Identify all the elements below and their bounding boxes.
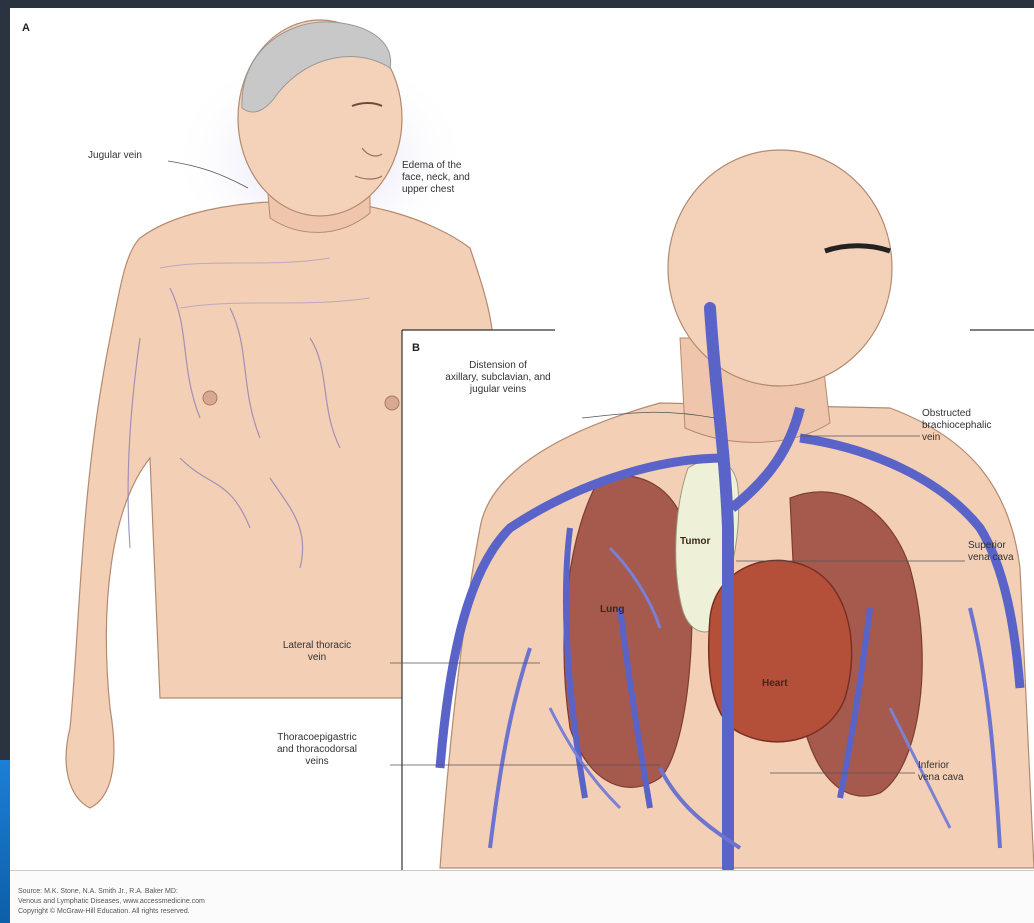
label-edema: Edema of the face, neck, and upper chest <box>402 160 522 196</box>
label-jugular-vein: Jugular vein <box>60 150 170 162</box>
blue-edge-decoration <box>0 760 10 923</box>
footer-line-1: Source: M.K. Stone, N.A. Smith Jr., R.A.… <box>18 888 178 896</box>
label-lateral-thoracic-vein: Lateral thoracic vein <box>242 640 392 664</box>
panel-a-letter: A <box>22 22 30 34</box>
label-lung: Lung <box>600 604 624 615</box>
footer-line-2: Venous and Lymphatic Diseases, www.acces… <box>18 898 205 906</box>
label-heart: Heart <box>762 678 788 689</box>
label-thoracoepigastric-veins: Thoracoepigastric and thoracodorsal vein… <box>242 732 392 768</box>
label-obstructed-vein: Obstructed brachiocephalic vein <box>922 408 1034 444</box>
label-inferior-vena-cava: Inferior vena cava <box>918 760 1018 784</box>
label-distension: Distension of axillary, subclavian, and … <box>408 360 588 396</box>
source-footer: Source: M.K. Stone, N.A. Smith Jr., R.A.… <box>10 870 1034 923</box>
label-tumor: Tumor <box>680 536 710 547</box>
panel-b-letter: B <box>412 342 420 354</box>
footer-line-3: Copyright © McGraw-Hill Education. All r… <box>18 908 190 916</box>
anatomy-illustration <box>10 8 1034 870</box>
label-superior-vena-cava: Superior vena cava <box>968 540 1034 564</box>
illustration-frame: A B Jugular vein Edema of the face, neck… <box>10 8 1034 923</box>
